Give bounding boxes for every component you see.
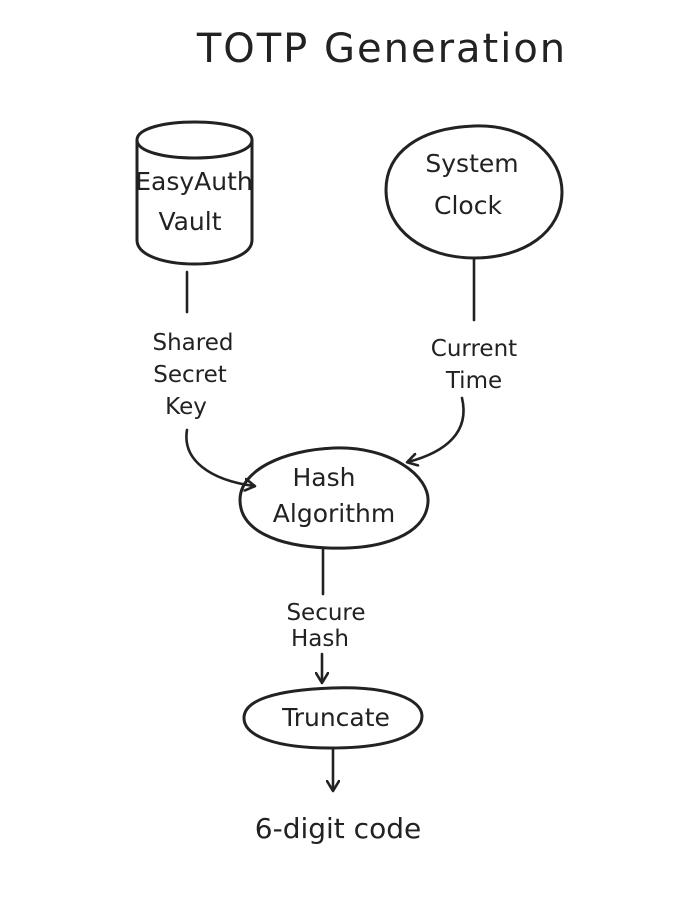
edge-secure-hash: Secure Hash	[286, 547, 366, 682]
diagram-title: TOTP Generation	[196, 26, 567, 72]
output-label: 6-digit code	[255, 812, 421, 845]
database-cylinder-icon	[135, 120, 254, 266]
clock-label-line2: Clock	[434, 191, 502, 220]
vault-label-line1: EasyAuth	[135, 167, 253, 196]
edge-secret-key-line3: Key	[165, 394, 207, 420]
edge-current-time-line2: Time	[445, 368, 502, 394]
edge-current-time-line1: Current	[431, 336, 517, 362]
truncate-label: Truncate	[281, 703, 390, 732]
edge-secret-key-line2: Secret	[153, 362, 227, 388]
edge-current-time: Current Time	[408, 256, 517, 462]
edge-secret-key-line1: Shared	[153, 330, 234, 356]
edge-secure-hash-line2: Hash	[291, 626, 349, 652]
truncate-node: Truncate	[242, 686, 424, 750]
edge-secret-key-arrow	[185, 428, 254, 486]
hash-node: Hash Algorithm	[238, 446, 430, 550]
hash-label-line2: Algorithm	[273, 499, 395, 528]
edge-secure-hash-line1: Secure	[286, 600, 365, 626]
clock-label-line1: System	[425, 149, 518, 178]
hash-label-line1: Hash	[293, 463, 356, 492]
vault-node: EasyAuth Vault	[135, 120, 254, 266]
vault-label-line2: Vault	[158, 207, 221, 236]
clock-node: System Clock	[384, 124, 564, 260]
edge-secret-key: Shared Secret Key	[153, 270, 254, 486]
hash-ellipse-shape	[238, 446, 430, 550]
truncate-ellipse-shape	[242, 686, 424, 750]
edge-current-time-arrow	[408, 396, 465, 462]
